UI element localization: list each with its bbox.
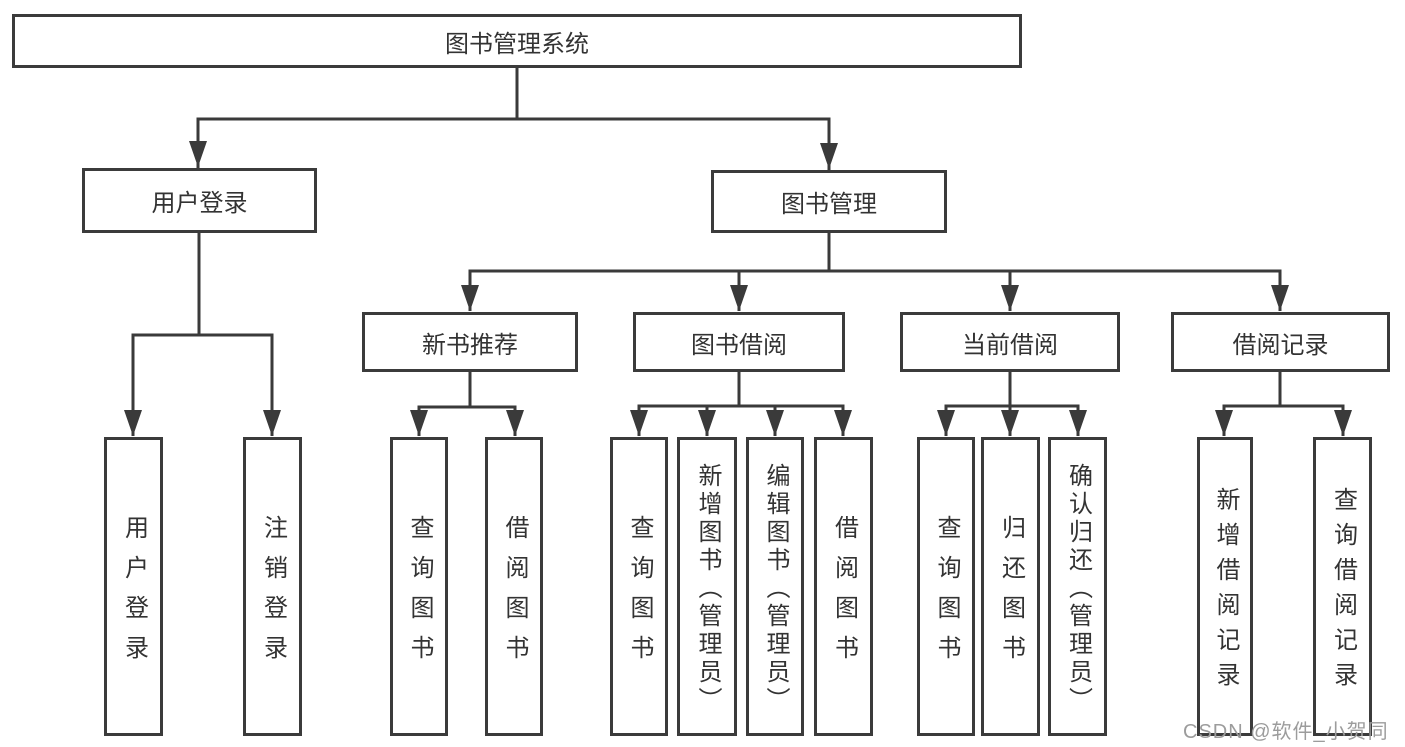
leaf-newbook-borrow-books: 借阅图书 — [485, 437, 543, 736]
node-label: 归还图书 — [997, 514, 1025, 675]
leaf-borrow-add-books-admin: 新增图书（管理员） — [677, 437, 737, 736]
leaf-user-login: 用户登录 — [104, 437, 163, 736]
node-book-borrow: 图书借阅 — [633, 312, 845, 372]
node-label: 注销登录 — [259, 514, 287, 675]
node-borrow-records: 借阅记录 — [1171, 312, 1390, 372]
node-label: 当前借阅 — [962, 331, 1058, 359]
leaf-records-add-record: 新增借阅记录 — [1197, 437, 1253, 736]
leaf-current-query-books: 查询图书 — [917, 437, 975, 736]
node-label: 新增图书（管理员） — [694, 462, 721, 715]
node-label: 图书借阅 — [691, 331, 787, 359]
leaf-records-query-record: 查询借阅记录 — [1313, 437, 1372, 736]
node-label: 新增借阅记录 — [1212, 487, 1239, 697]
leaf-logout: 注销登录 — [243, 437, 302, 736]
node-label: 图书管理系统 — [445, 30, 589, 58]
node-label: 查询借阅记录 — [1329, 487, 1357, 697]
leaf-borrow-edit-books-admin: 编辑图书（管理员） — [746, 437, 804, 736]
node-label: 图书管理 — [781, 191, 877, 218]
node-label: 借阅图书 — [501, 514, 528, 675]
node-label: 新书推荐 — [422, 331, 518, 359]
node-root-system: 图书管理系统 — [12, 14, 1022, 68]
arrowheads — [124, 141, 1352, 436]
leaf-newbook-query-books: 查询图书 — [390, 437, 448, 736]
leaf-borrow-query-books: 查询图书 — [610, 437, 668, 736]
node-label: 用户登录 — [120, 514, 148, 675]
node-new-book-recommend: 新书推荐 — [362, 312, 578, 372]
node-label: 借阅记录 — [1232, 331, 1329, 359]
node-label: 查询图书 — [406, 514, 433, 675]
leaf-current-confirm-return-admin: 确认归还（管理员） — [1048, 437, 1107, 736]
node-user-login: 用户登录 — [82, 168, 317, 233]
node-label: 编辑图书（管理员） — [762, 462, 789, 715]
node-label: 借阅图书 — [830, 514, 858, 675]
node-current-borrow: 当前借阅 — [900, 312, 1120, 372]
leaf-borrow-borrow-books: 借阅图书 — [814, 437, 873, 736]
node-label: 查询图书 — [626, 514, 653, 675]
node-label: 查询图书 — [933, 514, 960, 675]
node-label: 确认归还（管理员） — [1064, 462, 1092, 715]
csdn-watermark: CSDN @软件_小贺同学 — [1183, 721, 1389, 743]
node-label: 用户登录 — [151, 190, 248, 217]
node-book-management: 图书管理 — [711, 170, 947, 233]
leaf-current-return-books: 归还图书 — [981, 437, 1040, 736]
